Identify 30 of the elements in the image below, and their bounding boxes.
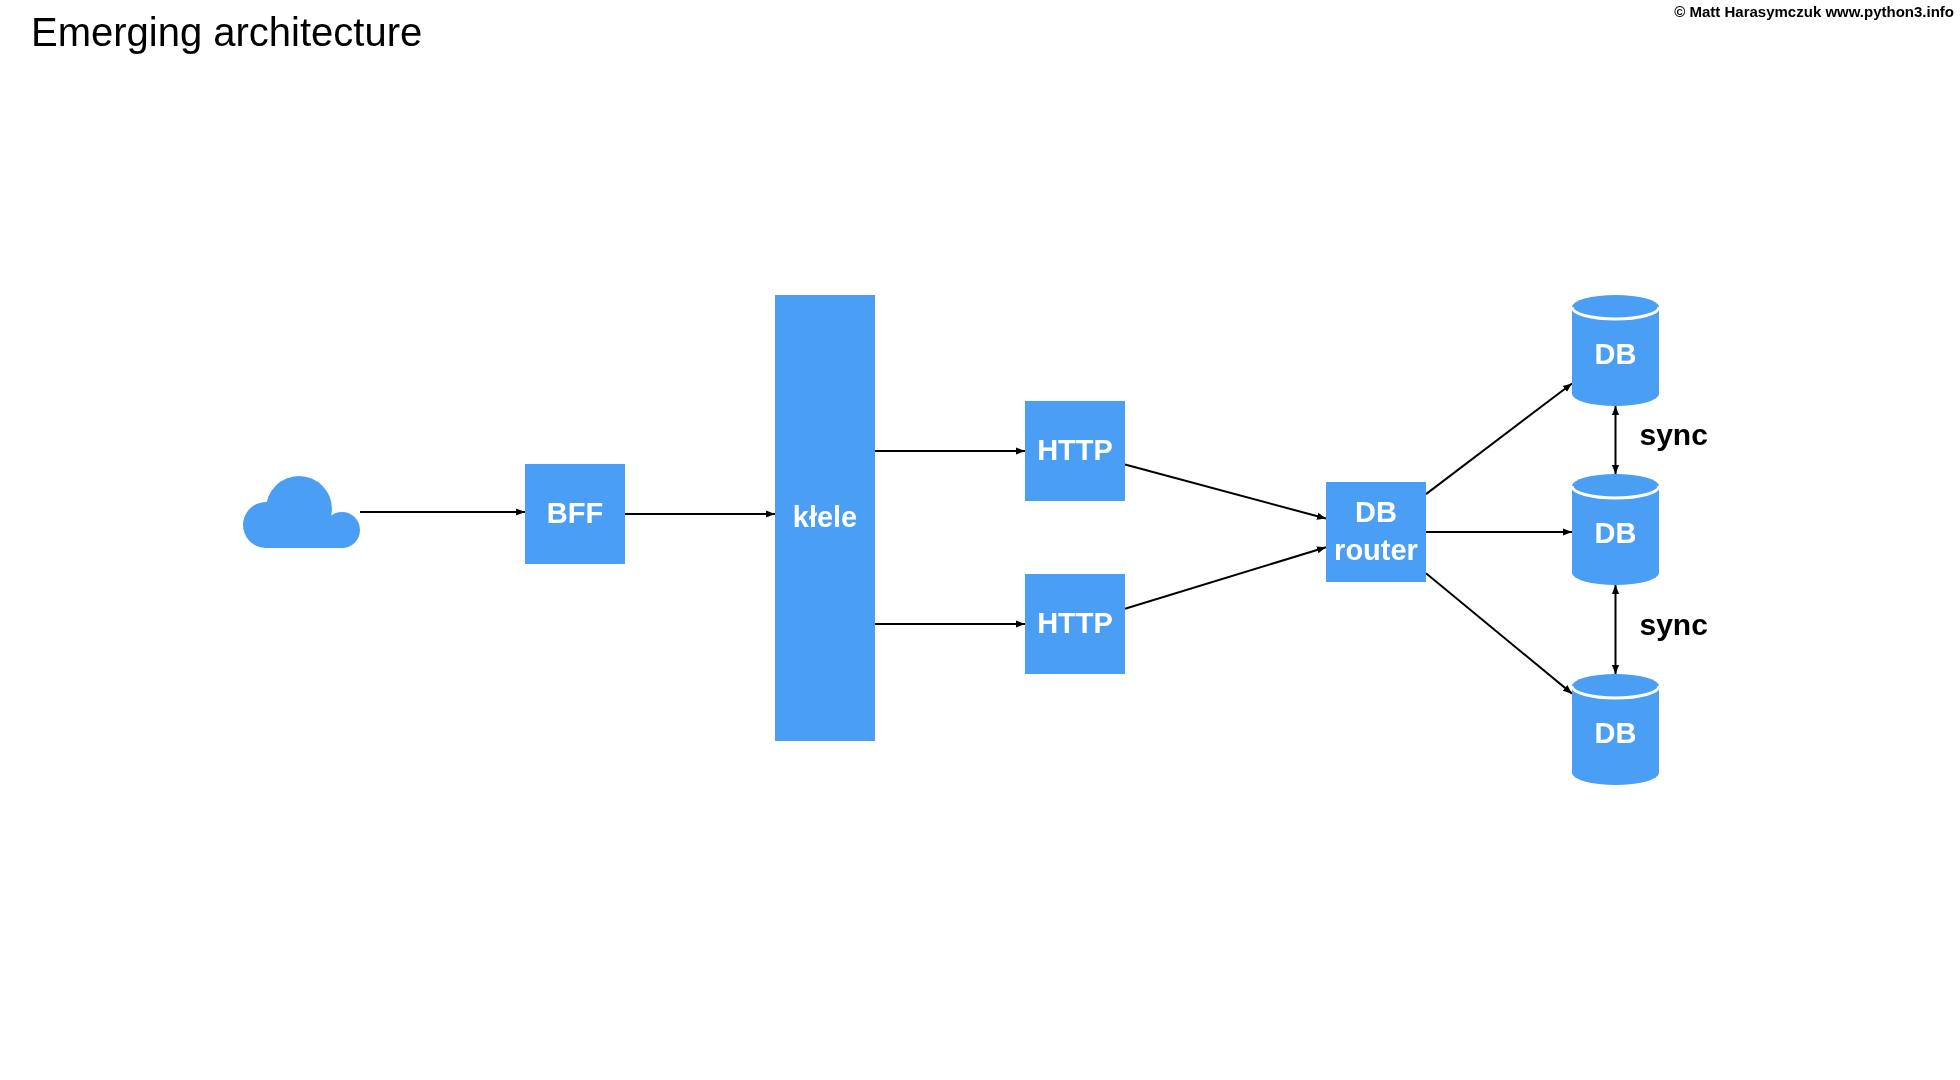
arrow xyxy=(1425,382,1573,496)
database-cylinder xyxy=(1572,674,1659,785)
node-label: DB xyxy=(1594,336,1637,372)
arrow xyxy=(1124,463,1327,520)
node-label: DB xyxy=(1594,715,1637,751)
process-box xyxy=(775,295,875,741)
arrow xyxy=(1425,528,1573,536)
node-label: HTTP xyxy=(1037,433,1113,469)
node-label: kłele xyxy=(792,500,858,536)
copyright-note: © Matt Harasymczuk www.python3.info xyxy=(1674,3,1954,20)
process-box xyxy=(1025,574,1125,674)
process-box xyxy=(525,464,625,564)
arrow xyxy=(874,620,1026,628)
database-cylinder xyxy=(1572,474,1659,585)
node-label: BFF xyxy=(546,496,604,532)
arrow xyxy=(1611,584,1620,675)
diagram-title: Emerging architecture xyxy=(31,10,423,55)
node-label: DB xyxy=(1594,515,1637,551)
node-label: HTTP xyxy=(1037,606,1113,642)
process-box xyxy=(1326,482,1426,582)
arrow xyxy=(624,510,776,518)
arrow xyxy=(874,447,1026,455)
cloud-shape xyxy=(241,476,360,548)
node-label: DB router xyxy=(1333,495,1419,568)
arrow xyxy=(1124,546,1327,610)
arrow xyxy=(1611,405,1620,475)
process-box xyxy=(1025,401,1125,501)
arrow xyxy=(1425,572,1573,695)
arrow xyxy=(359,508,526,516)
database-cylinder xyxy=(1572,295,1659,406)
